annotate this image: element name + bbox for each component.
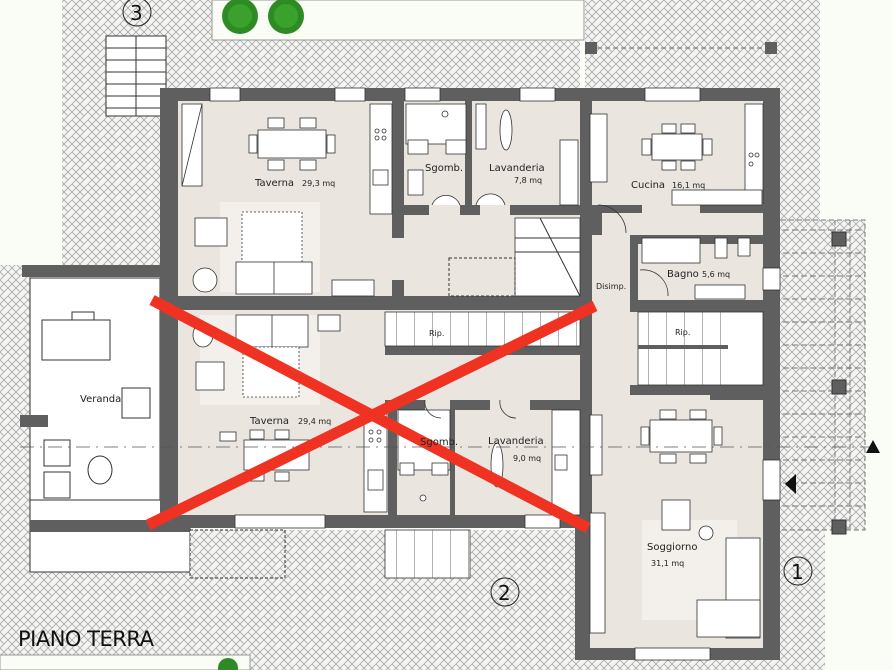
room-area-cucina: 16,1 mq xyxy=(672,181,705,190)
svg-text:1: 1 xyxy=(791,560,804,584)
crossed-out-mark xyxy=(145,295,598,533)
windows xyxy=(209,87,781,661)
room-label-lavanderia-bottom: Lavanderia xyxy=(488,436,544,447)
marker-1: 1 xyxy=(783,556,813,586)
room-label-soggiorno: Soggiorno xyxy=(647,542,697,553)
room-label-rip-center: Rip. xyxy=(429,329,444,338)
walls xyxy=(160,88,780,660)
svg-text:2: 2 xyxy=(498,581,511,605)
stairs-center xyxy=(384,217,581,347)
room-area-soggiorno: 31,1 mq xyxy=(651,559,684,568)
section-arrow-icon xyxy=(866,440,880,453)
room-label-sgomb-top: Sgomb. xyxy=(425,163,463,174)
room-label-rip-right: Rip. xyxy=(675,328,690,337)
stairs-right xyxy=(637,311,764,386)
room-label-taverna-bottom: Taverna xyxy=(249,416,289,427)
room-label-veranda: Veranda xyxy=(80,394,121,405)
external-stair-top xyxy=(105,35,167,117)
garden-planter xyxy=(0,0,585,670)
room-area-lavanderia-bottom: 9,0 mq xyxy=(513,454,541,463)
room-area-taverna-top: 29,3 mq xyxy=(302,179,335,188)
svg-text:3: 3 xyxy=(130,1,143,25)
cucina-furniture xyxy=(589,103,764,234)
room-label-sgomb-bottom: Sgomb. xyxy=(420,437,458,448)
taverna-top-furniture xyxy=(181,103,579,297)
entrance-arrow-icon xyxy=(785,474,796,494)
marker-2: 2 xyxy=(490,577,520,607)
room-label-lavanderia-top: Lavanderia xyxy=(489,163,545,174)
floor-title: PIANO TERRA xyxy=(18,627,155,651)
room-area-lavanderia-top: 7,8 mq xyxy=(514,176,542,185)
external-stair-bottom xyxy=(189,529,471,579)
room-label-cucina: Cucina xyxy=(631,180,665,191)
room-area-bagno: 5,6 mq xyxy=(702,270,730,279)
bagno-furniture xyxy=(639,237,751,300)
soggiorno-furniture xyxy=(589,409,761,639)
room-label-bagno: Bagno xyxy=(667,269,699,280)
marker-3: 3 xyxy=(122,0,152,27)
room-label-disimp: Disimp. xyxy=(596,282,626,291)
room-label-taverna-top: Taverna xyxy=(254,178,294,189)
room-area-taverna-bottom: 29,4 mq xyxy=(298,417,331,426)
